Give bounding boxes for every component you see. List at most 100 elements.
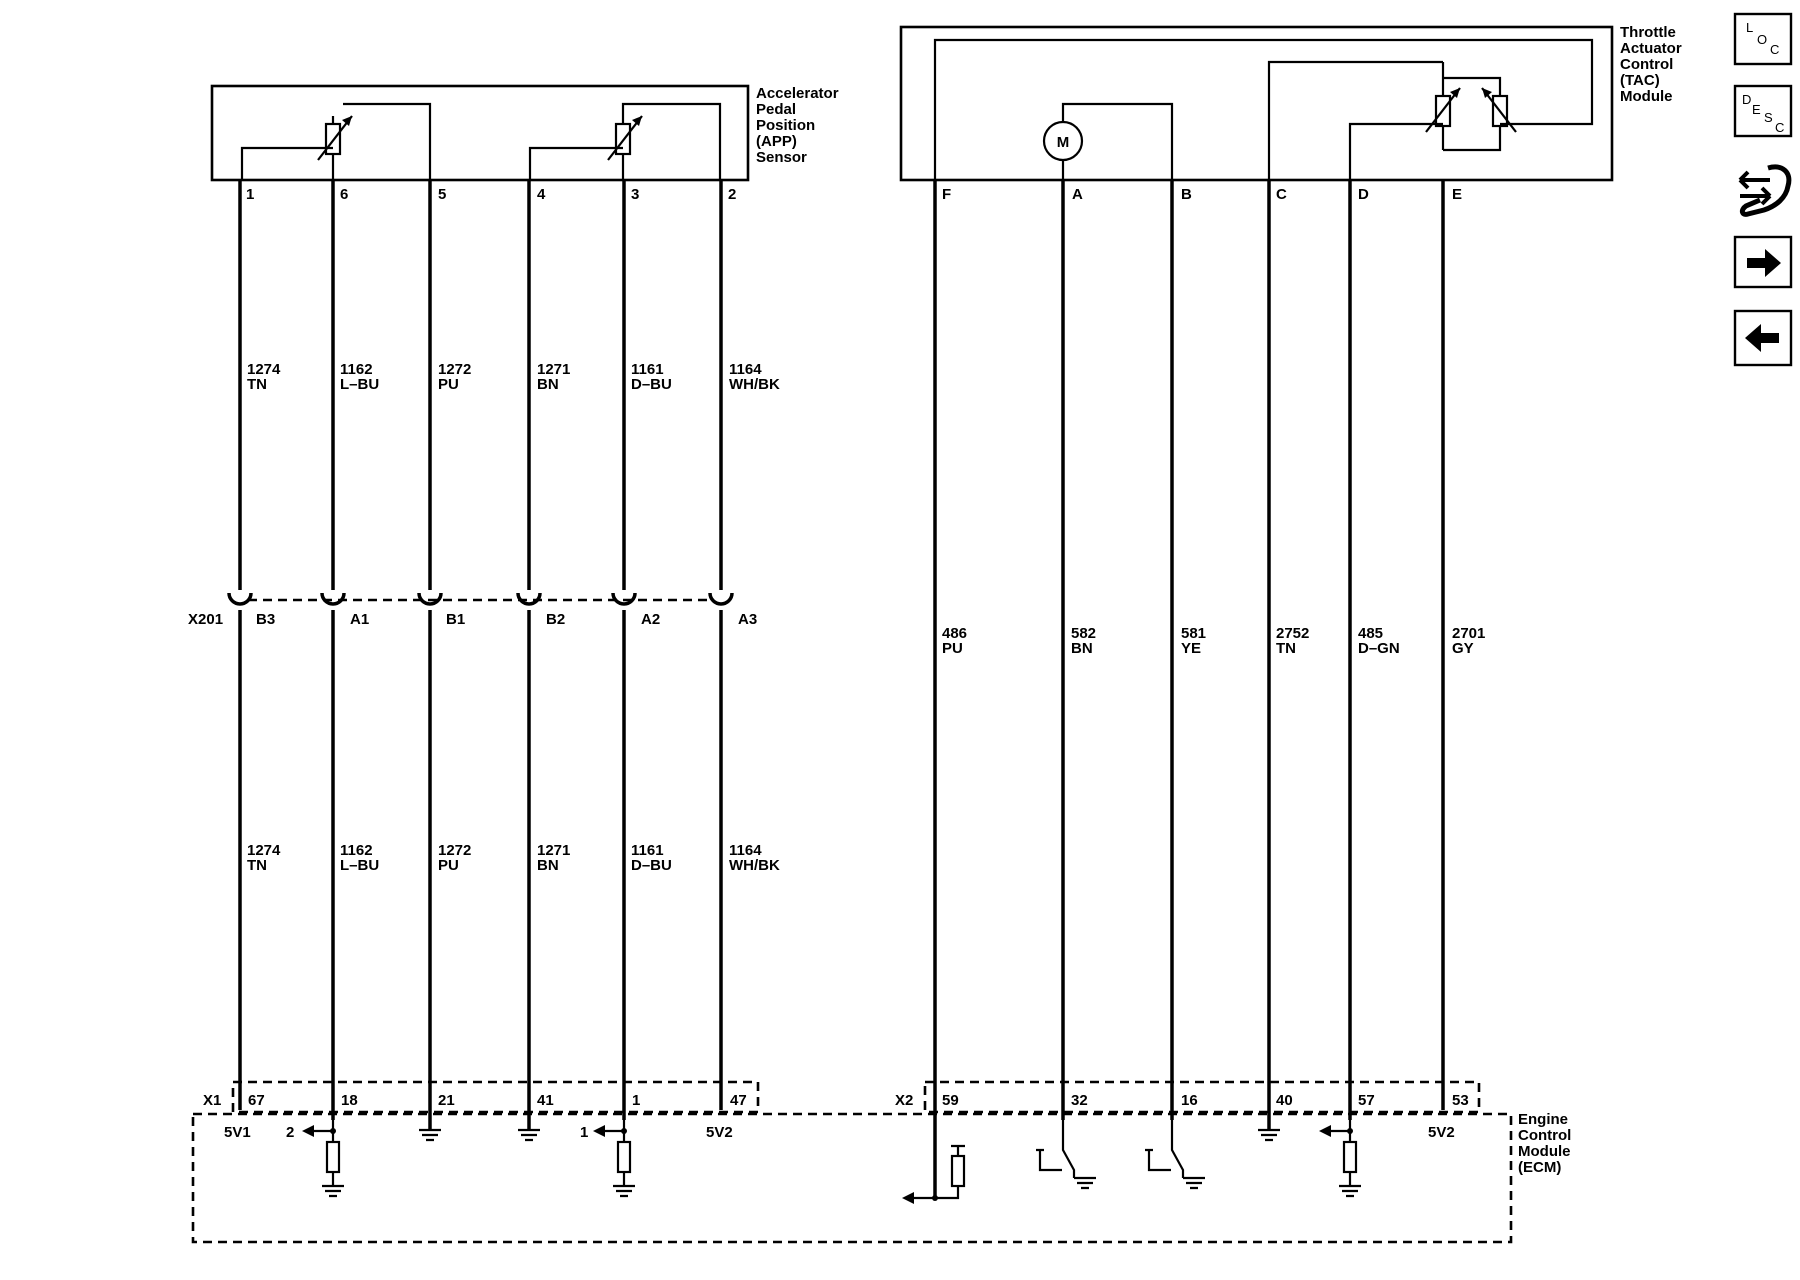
cavity-label: A1 bbox=[350, 611, 369, 628]
circuit-number: 486 bbox=[942, 625, 967, 642]
connector-cavity bbox=[417, 592, 443, 606]
app-sensor-label: Accelerator Pedal Position (APP) Sensor bbox=[756, 85, 839, 166]
pin-label: E bbox=[1452, 186, 1462, 203]
app-sensor-label-line: Position bbox=[756, 117, 815, 134]
circuit-number: 1272 bbox=[438, 361, 471, 378]
tac-label-line: (TAC) bbox=[1620, 72, 1660, 89]
desc-letter: D bbox=[1742, 92, 1751, 107]
pin-label: 59 bbox=[942, 1092, 959, 1109]
cavity-label: B2 bbox=[546, 611, 565, 628]
desc-letter: C bbox=[1775, 120, 1784, 135]
connector-cavity bbox=[516, 592, 542, 606]
circuit-number: 1161 bbox=[631, 361, 664, 378]
circuit-number: 1162 bbox=[340, 842, 373, 859]
connector-name: X2 bbox=[895, 1092, 913, 1109]
circuit-number: 1162 bbox=[340, 361, 373, 378]
ecm-label: Engine Control Module (ECM) bbox=[1518, 1111, 1571, 1176]
app-sensor-box bbox=[210, 84, 750, 182]
pin-label: A bbox=[1072, 186, 1083, 203]
motor-driver-switch-16 bbox=[1145, 1120, 1205, 1190]
pin-59-circuit bbox=[902, 1144, 966, 1204]
desc-letter: E bbox=[1752, 102, 1761, 117]
ecm: Engine Control Module (ECM) X1 67 18 21 … bbox=[191, 1080, 1571, 1244]
wire-color: WH/BK bbox=[729, 376, 780, 393]
app-circuit-labels-upper: 1274 TN 1162 L–BU 1272 PU 1271 BN 1161 D… bbox=[247, 361, 780, 393]
loc-button[interactable]: L O C bbox=[1733, 12, 1793, 66]
circuit-number: 485 bbox=[1358, 625, 1383, 642]
pin-label: 6 bbox=[340, 186, 348, 203]
circuit-number: 581 bbox=[1181, 625, 1206, 642]
app-sensor-label-line: (APP) bbox=[756, 133, 797, 150]
wire-color: TN bbox=[247, 857, 267, 874]
pin-label: 57 bbox=[1358, 1092, 1375, 1109]
tac-c-feed bbox=[1267, 60, 1443, 180]
ecm-label-line: (ECM) bbox=[1518, 1159, 1561, 1176]
pin-label: D bbox=[1358, 186, 1369, 203]
reference-5v2: 5V2 bbox=[706, 1124, 733, 1141]
ground-pin-41 bbox=[518, 1128, 540, 1142]
ecm-box bbox=[191, 1112, 1513, 1244]
cavity-label: B3 bbox=[256, 611, 275, 628]
pin-label: 4 bbox=[537, 186, 546, 203]
circuit-number: 1274 bbox=[247, 361, 281, 378]
reference-5v1: 5V1 bbox=[224, 1124, 251, 1141]
connector-cavity bbox=[708, 592, 734, 606]
connector-name: X1 bbox=[203, 1092, 221, 1109]
wire-color: WH/BK bbox=[729, 857, 780, 874]
connector-cavity bbox=[320, 592, 346, 606]
ecm-x1-connector bbox=[231, 1080, 760, 1114]
tac-motor: M bbox=[1042, 102, 1174, 180]
back-arrow-button[interactable] bbox=[1733, 309, 1793, 367]
wire-color: D–BU bbox=[631, 376, 672, 393]
signal-2-pulldown: 2 bbox=[286, 1120, 344, 1198]
forward-arrow-button[interactable] bbox=[1733, 235, 1793, 289]
ecm-label-line: Engine bbox=[1518, 1111, 1568, 1128]
signal-57-pulldown bbox=[1319, 1120, 1361, 1198]
wire-color: BN bbox=[537, 376, 559, 393]
app-sensor-label-line: Accelerator bbox=[756, 85, 839, 102]
ecm-x2-connector bbox=[923, 1080, 1481, 1114]
tac-position-sensors bbox=[1425, 62, 1517, 152]
pin-label: 1 bbox=[246, 186, 254, 203]
reference-5v2: 5V2 bbox=[1428, 1124, 1455, 1141]
wire-color: L–BU bbox=[340, 857, 379, 874]
cavity-label: A2 bbox=[641, 611, 660, 628]
pin-label: C bbox=[1276, 186, 1287, 203]
pin-label: 21 bbox=[438, 1092, 455, 1109]
app-potentiometer-2 bbox=[528, 102, 722, 180]
pin-label: 2 bbox=[728, 186, 736, 203]
pin-label: 3 bbox=[631, 186, 639, 203]
app-sensor: Accelerator Pedal Position (APP) Sensor bbox=[210, 84, 839, 203]
tac-label-line: Throttle bbox=[1620, 24, 1676, 41]
app-sensor-pins: 1 6 5 4 3 2 bbox=[246, 186, 736, 203]
circuit-number: 2752 bbox=[1276, 625, 1309, 642]
app-sensor-label-line: Sensor bbox=[756, 149, 807, 166]
tac-module-box bbox=[899, 25, 1614, 182]
ground-pin-40 bbox=[1258, 1128, 1280, 1142]
wire-color: TN bbox=[1276, 640, 1296, 657]
loc-letter: L bbox=[1746, 20, 1753, 35]
pin-label: 18 bbox=[341, 1092, 358, 1109]
app-sensor-label-line: Pedal bbox=[756, 101, 796, 118]
circuit-number: 1164 bbox=[729, 842, 762, 859]
wire-color: BN bbox=[1071, 640, 1093, 657]
wire-color: L–BU bbox=[340, 376, 379, 393]
wire-color: BN bbox=[537, 857, 559, 874]
connector-cavity bbox=[611, 592, 637, 606]
wire-color: D–GN bbox=[1358, 640, 1400, 657]
ecm-label-line: Control bbox=[1518, 1127, 1571, 1144]
tac-module: Throttle Actuator Control (TAC) Module bbox=[899, 24, 1682, 203]
pin-label: 40 bbox=[1276, 1092, 1293, 1109]
circuit-number: 1271 bbox=[537, 842, 570, 859]
ground-pin-21 bbox=[419, 1128, 441, 1142]
circuit-number: 1161 bbox=[631, 842, 664, 859]
tac-wires bbox=[933, 180, 1445, 1198]
connector-tools-icon[interactable] bbox=[1738, 164, 1792, 217]
app-potentiometer-1 bbox=[240, 102, 432, 180]
tac-module-label: Throttle Actuator Control (TAC) Module bbox=[1620, 24, 1682, 105]
app-wires bbox=[238, 180, 723, 1130]
desc-button[interactable]: D E S C bbox=[1733, 84, 1793, 138]
signal-number: 2 bbox=[286, 1124, 294, 1141]
signal-1-pulldown: 1 bbox=[580, 1120, 635, 1198]
